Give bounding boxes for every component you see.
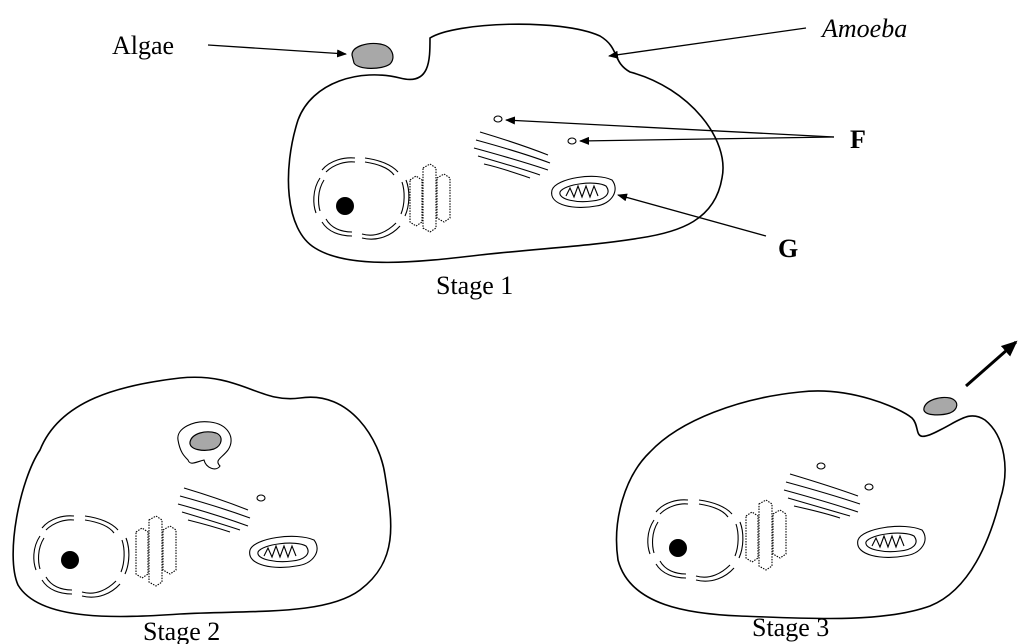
stage-2-vesicle: [257, 495, 265, 501]
stage-2-cell-membrane: [13, 377, 391, 616]
f-pointer-arrow-1: [506, 120, 834, 137]
f-label: F: [850, 125, 866, 154]
stage-1-algae: [352, 43, 393, 68]
stage-3-endoplasmic-reticulum: [746, 500, 786, 570]
stage-2-nucleolus: [61, 551, 79, 569]
stage-3-label: Stage 3: [752, 613, 829, 642]
stage-1-nucleus: [314, 158, 409, 239]
stage-1-label: Stage 1: [436, 271, 513, 300]
stage-1-endoplasmic-reticulum: [410, 164, 450, 232]
stage-3-mitochondrion: [858, 526, 925, 557]
stage-2-food-vacuole: [178, 422, 231, 469]
g-pointer-arrow: [618, 195, 766, 236]
stage-2-golgi-apparatus: [178, 488, 250, 532]
exit-arrow: [966, 342, 1016, 386]
amoeba-label: Amoeba: [820, 14, 907, 43]
algae-label: Algae: [112, 31, 174, 60]
stage-1-vesicle-2: [568, 138, 576, 144]
stage-3-group: Stage 3: [617, 342, 1016, 642]
stage-1-vesicle-1: [494, 116, 502, 122]
stage-3-vesicle-2: [865, 484, 873, 490]
stage-1-mitochondrion: [552, 176, 616, 207]
stage-3-nucleus: [648, 500, 743, 581]
f-pointer-arrow-2: [580, 137, 834, 141]
stage-3-algae: [924, 397, 957, 414]
algae-pointer-arrow: [208, 45, 346, 54]
stage-2-nucleus: [34, 516, 129, 597]
stage-2-mitochondrion: [250, 536, 317, 567]
stage-3-vesicle-1: [817, 463, 825, 469]
stage-1-group: Algae Amoeba F G Stage 1: [112, 14, 907, 300]
stage-2-group: Stage 2: [13, 377, 391, 644]
stage-2-label: Stage 2: [143, 617, 220, 644]
amoeba-pointer-arrow: [609, 28, 806, 56]
g-label: G: [778, 234, 798, 263]
stage-2-endoplasmic-reticulum: [136, 516, 176, 586]
stage-1-golgi-apparatus: [474, 132, 550, 178]
stage-3-golgi-apparatus: [784, 474, 860, 518]
stage-3-nucleolus: [669, 539, 687, 557]
stage-2-algae: [190, 432, 221, 450]
stage-1-nucleolus: [336, 197, 354, 215]
